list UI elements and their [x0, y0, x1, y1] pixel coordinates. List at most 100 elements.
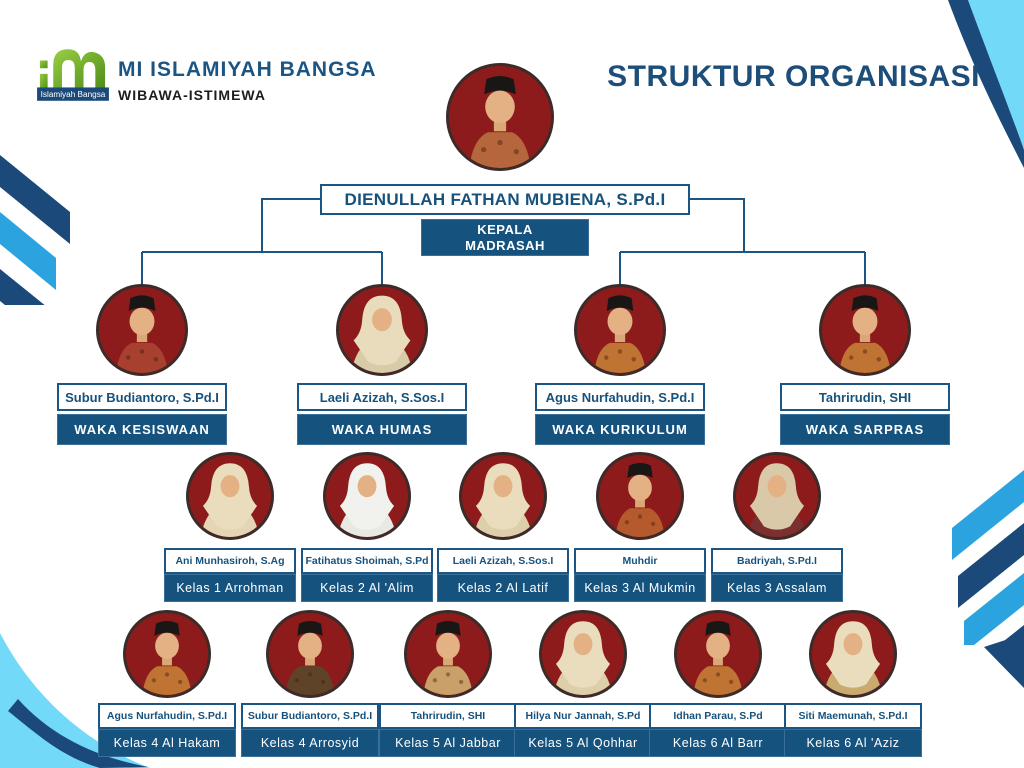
person-name: Agus Nurfahudin, S.Pd.I — [106, 710, 228, 722]
avatar-illustration — [326, 455, 408, 537]
person-card: Subur Budiantoro, S.Pd.I WAKA KESISWAAN — [57, 284, 227, 445]
person-name-box: Subur Budiantoro, S.Pd.I — [57, 383, 227, 411]
person-title: KEPALA MADRASAH — [465, 221, 545, 253]
person-title: Kelas 4 Al Hakam — [113, 736, 221, 750]
avatar-illustration — [189, 455, 271, 537]
person-name-box: Hilya Nur Jannah, S.Pd — [514, 703, 652, 729]
person-title: Kelas 6 Al 'Aziz — [806, 736, 900, 750]
person-name: Hilya Nur Jannah, S.Pd — [525, 710, 641, 722]
person-title-box: Kelas 2 Al 'Alim — [301, 574, 433, 602]
person-card: Agus Nurfahudin, S.Pd.I Kelas 4 Al Hakam — [98, 610, 236, 757]
person-photo — [459, 452, 547, 540]
person-photo — [446, 63, 554, 171]
person-photo — [809, 610, 897, 698]
person-title: Kelas 3 Al Mukmin — [584, 581, 696, 595]
person-photo — [266, 610, 354, 698]
person-name-box: DIENULLAH FATHAN MUBIENA, S.Pd.I — [320, 184, 690, 215]
person-title-box: Kelas 2 Al Latif — [437, 574, 569, 602]
person-card: Agus Nurfahudin, S.Pd.I WAKA KURIKULUM — [535, 284, 705, 445]
person-card: Tahrirudin, SHI Kelas 5 Al Jabbar — [379, 610, 517, 757]
person-name: Muhdir — [622, 555, 658, 567]
person-photo — [186, 452, 274, 540]
person-name-box: Siti Maemunah, S.Pd.I — [784, 703, 922, 729]
school-logo: Islamiyah Bangsa — [37, 47, 109, 101]
person-title-box: WAKA HUMAS — [297, 414, 467, 445]
avatar-illustration — [822, 287, 908, 373]
person-title-box: KEPALA MADRASAH — [421, 219, 589, 256]
person-title-box: Kelas 3 Al Mukmin — [574, 574, 706, 602]
person-name-box: Badriyah, S.Pd.I — [711, 548, 843, 574]
avatar-illustration — [449, 66, 551, 168]
person-name: Fatihatus Shoimah, S.Pd — [305, 555, 429, 567]
person-title-box: Kelas 4 Arrosyid — [241, 729, 379, 757]
person-name: DIENULLAH FATHAN MUBIENA, S.Pd.I — [344, 189, 666, 209]
avatar-illustration — [462, 455, 544, 537]
logo-label: Islamiyah Bangsa — [41, 90, 106, 99]
person-photo — [404, 610, 492, 698]
person-name-box: Agus Nurfahudin, S.Pd.I — [98, 703, 236, 729]
person-name: Laeli Azizah, S.Sos.I — [452, 555, 554, 567]
avatar-illustration — [577, 287, 663, 373]
person-name-box: Muhdir — [574, 548, 706, 574]
person-card: Subur Budiantoro, S.Pd.I Kelas 4 Arrosyid — [241, 610, 379, 757]
person-title: Kelas 3 Assalam — [727, 581, 827, 595]
person-name-box: Fatihatus Shoimah, S.Pd — [301, 548, 433, 574]
person-name-box: Laeli Azizah, S.Sos.I — [297, 383, 467, 411]
person-photo — [596, 452, 684, 540]
person-name: Badriyah, S.Pd.I — [737, 555, 817, 567]
person-name: Ani Munhasiroh, S.Ag — [175, 555, 285, 567]
avatar-illustration — [736, 455, 818, 537]
person-photo — [733, 452, 821, 540]
person-name: Subur Budiantoro, S.Pd.I — [65, 389, 219, 405]
person-card: Laeli Azizah, S.Sos.I Kelas 2 Al Latif — [437, 452, 569, 602]
person-name: Subur Budiantoro, S.Pd.I — [247, 710, 373, 722]
school-name: MI ISLAMIYAH BANGSA — [118, 58, 377, 81]
person-title-box: Kelas 5 Al Qohhar — [514, 729, 652, 757]
person-title: WAKA HUMAS — [331, 422, 433, 437]
person-title-box: WAKA KURIKULUM — [535, 414, 705, 445]
person-title-box: Kelas 1 Arrohman — [164, 574, 296, 602]
person-name-box: Tahrirudin, SHI — [379, 703, 517, 729]
person-name: Tahrirudin, SHI — [410, 710, 486, 722]
person-card: Laeli Azizah, S.Sos.I WAKA HUMAS — [297, 284, 467, 445]
avatar-illustration — [269, 613, 351, 695]
person-name-box: Ani Munhasiroh, S.Ag — [164, 548, 296, 574]
person-title: WAKA KESISWAAN — [74, 422, 210, 437]
person-name: Idhan Parau, S.Pd — [673, 710, 763, 722]
avatar-illustration — [339, 287, 425, 373]
person-title-box: WAKA KESISWAAN — [57, 414, 227, 445]
person-photo — [539, 610, 627, 698]
person-photo — [819, 284, 911, 376]
page-title: STRUKTUR ORGANISASI — [607, 60, 980, 93]
wedge-bottom-right-icon — [984, 634, 1024, 688]
person-title: Kelas 4 Arrosyid — [260, 736, 360, 750]
avatar-illustration — [542, 613, 624, 695]
ribbon-left-icon — [0, 155, 70, 305]
school-motto: WIBAWA-ISTIMEWA — [118, 87, 266, 103]
person-photo — [96, 284, 188, 376]
person-name-box: Laeli Azizah, S.Sos.I — [437, 548, 569, 574]
avatar-illustration — [99, 287, 185, 373]
person-name-box: Tahrirudin, SHI — [780, 383, 950, 411]
person-card: Badriyah, S.Pd.I Kelas 3 Assalam — [711, 452, 843, 602]
person-title: Kelas 5 Al Qohhar — [528, 736, 638, 750]
person-name-box: Idhan Parau, S.Pd — [649, 703, 787, 729]
avatar-illustration — [599, 455, 681, 537]
person-title-box: Kelas 6 Al 'Aziz — [784, 729, 922, 757]
person-title-box: Kelas 5 Al Jabbar — [379, 729, 517, 757]
avatar-illustration — [407, 613, 489, 695]
avatar-illustration — [126, 613, 208, 695]
person-title: Kelas 1 Arrohman — [176, 581, 284, 595]
person-name-box: Agus Nurfahudin, S.Pd.I — [535, 383, 705, 411]
person-photo — [336, 284, 428, 376]
person-photo — [674, 610, 762, 698]
person-title-box: Kelas 6 Al Barr — [649, 729, 787, 757]
person-photo — [123, 610, 211, 698]
person-name-box: Subur Budiantoro, S.Pd.I — [241, 703, 379, 729]
person-photo — [574, 284, 666, 376]
